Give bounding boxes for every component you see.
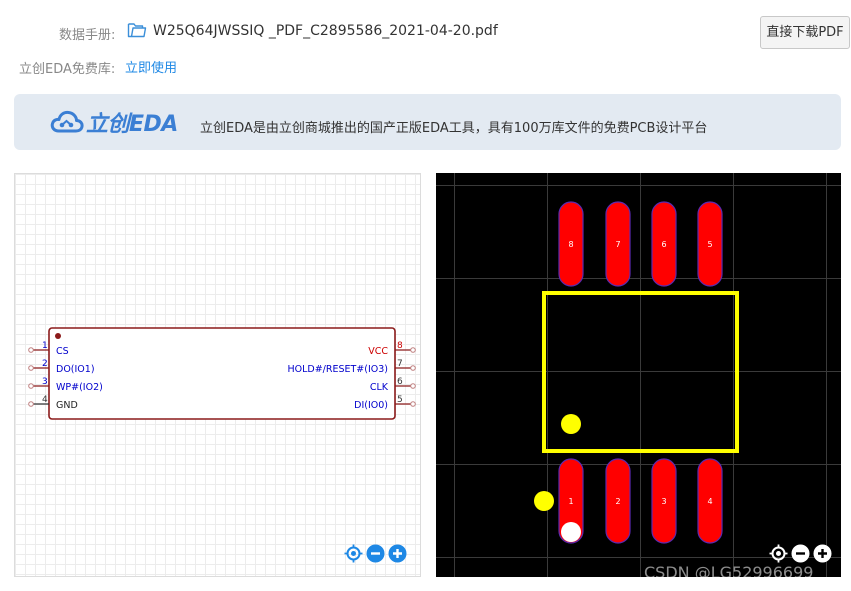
pcb-zoom-controls: [769, 544, 832, 563]
schematic-pin-number: 5: [397, 395, 403, 405]
pcb-pad: [558, 458, 584, 544]
pcb-footprint: 8 7 6 5 1 2 3 4: [436, 173, 841, 577]
zoom-out-icon[interactable]: [791, 544, 810, 563]
schematic-zoom-controls: [344, 544, 407, 563]
schematic-pin-end: [28, 401, 34, 407]
datasheet-label: 数据手册:: [59, 28, 116, 43]
schematic-pin-end: [410, 365, 416, 371]
pcb-pad: [697, 458, 723, 544]
schematic-pin-number: 6: [397, 377, 403, 387]
pcb-pad: [697, 201, 723, 287]
schematic-pin-end: [410, 347, 416, 353]
logo-text: 立创EDA: [86, 112, 178, 137]
lceda-logo: 立创EDA: [50, 108, 178, 137]
pcb-pad: [651, 458, 677, 544]
pcb-pad-number: 5: [707, 240, 712, 249]
pcb-pad: [605, 458, 631, 544]
pcb-pad-number: 7: [615, 240, 620, 249]
schematic-pin-end: [410, 383, 416, 389]
schematic-pin-name: DO(IO1): [56, 364, 95, 375]
eda-banner[interactable]: 立创EDA 立创EDA是由立创商城推出的国产正版EDA工具，具有100万库文件的…: [14, 94, 841, 150]
library-row: 立创EDA免费库: 立即使用: [0, 56, 851, 78]
schematic-pin-number: 7: [397, 359, 403, 369]
schematic-pin-number: 3: [42, 377, 48, 387]
datasheet-filename-link[interactable]: W25Q64JWSSIQ _PDF_C2895586_2021-04-20.pd…: [153, 23, 498, 39]
schematic-pin-name: HOLD#/RESET#(IO3): [287, 364, 388, 375]
pcb-pad-number: 6: [661, 240, 666, 249]
pcb-pad: [651, 201, 677, 287]
schematic-pin-number: 4: [42, 395, 48, 405]
schematic-pin-end: [28, 365, 34, 371]
pcb-pad-number: 4: [707, 497, 712, 506]
schematic-pin-end: [28, 347, 34, 353]
locate-icon[interactable]: [769, 544, 788, 563]
schematic-pin-end: [28, 383, 34, 389]
schematic-pin-name: VCC: [368, 346, 388, 357]
pcb-pad-number: 1: [568, 497, 573, 506]
pcb-footprint-preview[interactable]: 8 7 6 5 1 2 3 4: [436, 173, 841, 577]
download-pdf-button[interactable]: 直接下载PDF: [760, 16, 850, 49]
pcb-pad-number: 3: [661, 497, 666, 506]
schematic-pin-name: CS: [56, 346, 69, 357]
folder-icon[interactable]: [127, 21, 147, 39]
zoom-out-icon[interactable]: [366, 544, 385, 563]
schematic-pin-name: WP#(IO2): [56, 382, 103, 393]
schematic-pin-number: 2: [42, 359, 48, 369]
pcb-pad-number: 8: [568, 240, 573, 249]
banner-description: 立创EDA是由立创商城推出的国产正版EDA工具，具有100万库文件的免费PCB设…: [200, 121, 708, 136]
library-label: 立创EDA免费库:: [19, 62, 116, 77]
schematic-pin-name: CLK: [370, 382, 389, 393]
schematic-pin-number: 1: [42, 341, 48, 351]
pcb-pad-number: 2: [615, 497, 620, 506]
schematic-pin-name: DI(IO0): [354, 400, 388, 411]
locate-icon[interactable]: [344, 544, 363, 563]
zoom-in-icon[interactable]: [813, 544, 832, 563]
datasheet-row: 数据手册: W25Q64JWSSIQ _PDF_C2895586_2021-04…: [0, 14, 851, 50]
schematic-pin-name: GND: [56, 400, 78, 411]
schematic-pin-end: [410, 401, 416, 407]
schematic-pin-number: 8: [397, 341, 403, 351]
cloud-logo-icon: [50, 110, 84, 133]
zoom-in-icon[interactable]: [388, 544, 407, 563]
use-now-link[interactable]: 立即使用: [125, 61, 178, 76]
pcb-pad: [558, 201, 584, 287]
csdn-watermark: CSDN @LG52996699: [644, 563, 814, 582]
pcb-pad: [605, 201, 631, 287]
